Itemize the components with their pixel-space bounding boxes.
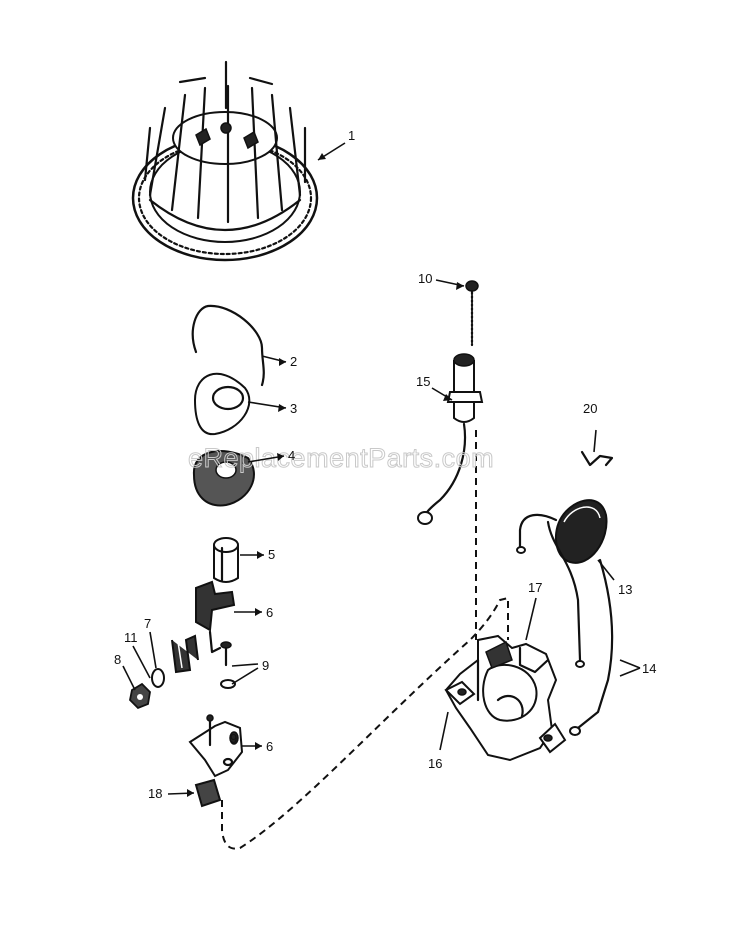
sleeve xyxy=(213,537,239,583)
callout-7: 7 xyxy=(144,616,151,631)
callout-14: 14 xyxy=(642,661,656,676)
felt-wick xyxy=(192,450,255,507)
breaker-box xyxy=(444,634,567,762)
callout-15: 15 xyxy=(416,374,430,389)
callout-10: 10 xyxy=(418,271,432,286)
pad xyxy=(194,778,222,808)
callout-1: 1 xyxy=(348,128,355,143)
condenser xyxy=(417,353,484,525)
callout-17: 17 xyxy=(528,580,542,595)
ignition-coil xyxy=(516,499,608,668)
wire-clip xyxy=(580,429,614,467)
cam-cover xyxy=(193,372,251,436)
assembly-path-breaker xyxy=(221,596,509,850)
ground-wire xyxy=(569,558,614,736)
callout-8: 8 xyxy=(114,652,121,667)
breaker-arm xyxy=(195,580,236,654)
callout-5: 5 xyxy=(268,547,275,562)
screw xyxy=(220,641,236,689)
callout-18: 18 xyxy=(148,786,162,801)
contact-spring xyxy=(171,634,199,674)
spring-clip xyxy=(191,304,265,387)
callout-9-screws: 9 xyxy=(262,658,269,673)
callout-2: 2 xyxy=(290,354,297,369)
flywheel xyxy=(131,60,319,262)
callout-13: 13 xyxy=(618,582,632,597)
callout-11: 11 xyxy=(124,630,138,645)
breaker-base xyxy=(188,714,244,778)
callout-3: 3 xyxy=(290,401,297,416)
callout-16: 16 xyxy=(428,756,442,771)
callout-9-base: 9 xyxy=(230,731,237,746)
callouts: 1 2 3 4 5 6 9 6 9 7 11 8 18 10 15 20 13 … xyxy=(114,128,656,801)
callout-6-upper: 6 xyxy=(266,605,273,620)
washer xyxy=(151,668,165,688)
watermark: eReplacementParts.com xyxy=(188,443,494,473)
condenser-screw xyxy=(465,280,479,347)
callout-6-lower: 6 xyxy=(266,739,273,754)
callout-4: 4 xyxy=(288,448,295,463)
leader-lines xyxy=(122,142,641,797)
callout-20: 20 xyxy=(583,401,597,416)
